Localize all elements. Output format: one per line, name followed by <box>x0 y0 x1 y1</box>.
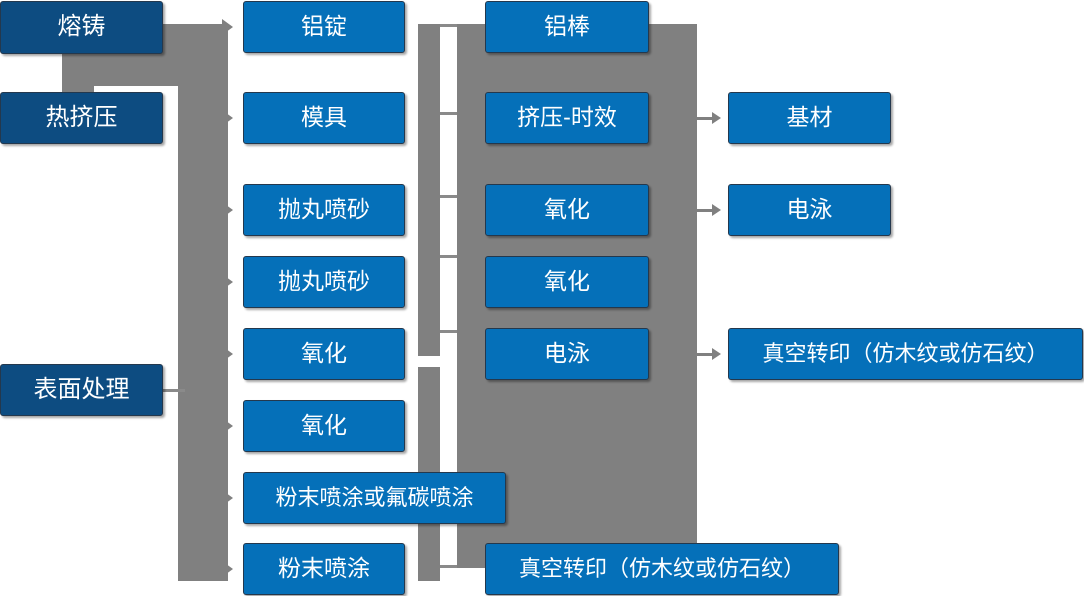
input-box-2[interactable]: 模具 <box>243 92 405 144</box>
connector-stage-notch <box>62 62 94 92</box>
stage-box-1[interactable]: 熔铸 <box>0 1 163 54</box>
tie-line-6 <box>440 565 458 568</box>
tie-line-4 <box>440 255 458 258</box>
arrow-to-oxidation-2 <box>222 418 233 434</box>
input-box-3[interactable]: 抛丸喷砂 <box>243 184 405 236</box>
input-box-8[interactable]: 粉末喷涂 <box>243 543 405 595</box>
arrow-to-mold <box>222 110 233 126</box>
process-box-1[interactable]: 铝棒 <box>485 1 649 53</box>
arrow-to-oxidation-1 <box>222 346 233 362</box>
arrow-to-substrate <box>712 112 721 124</box>
output-box-2[interactable]: 电泳 <box>728 184 891 236</box>
process-box-6[interactable]: 真空转印（仿木纹或仿石纹） <box>485 543 839 595</box>
output-box-1[interactable]: 基材 <box>728 92 891 144</box>
connector-secondary-vertical-bar-top <box>418 24 440 356</box>
input-box-1[interactable]: 铝锭 <box>243 1 405 53</box>
arrow-to-powder-or-fluorocarbon <box>222 490 233 506</box>
output-box-3[interactable]: 真空转印（仿木纹或仿石纹） <box>728 328 1083 380</box>
arrow-to-powder-coating <box>222 561 233 577</box>
arrow-stem-to-electrophoresis <box>697 209 713 212</box>
process-box-4[interactable]: 氧化 <box>485 256 649 308</box>
tie-line-3 <box>440 195 458 198</box>
stage-box-2[interactable]: 热挤压 <box>0 92 163 144</box>
input-box-6[interactable]: 氧化 <box>243 400 405 452</box>
process-box-3[interactable]: 氧化 <box>485 184 649 236</box>
process-box-5[interactable]: 电泳 <box>485 328 649 380</box>
arrow-stem-to-substrate <box>697 117 713 120</box>
arrow-to-electrophoresis <box>712 204 721 216</box>
arrow-to-aluminum-ingot <box>222 19 233 35</box>
input-box-5[interactable]: 氧化 <box>243 328 405 380</box>
stage-box-3[interactable]: 表面处理 <box>0 364 163 416</box>
process-box-2[interactable]: 挤压-时效 <box>485 92 649 144</box>
input-box-4[interactable]: 抛丸喷砂 <box>243 256 405 308</box>
arrow-to-shot-blast-2 <box>222 274 233 290</box>
tie-line-2 <box>440 112 458 115</box>
connector-surface-treatment-stub <box>163 389 185 392</box>
arrow-stem-to-vacuum-transfer <box>697 353 713 356</box>
arrow-to-vacuum-transfer <box>712 348 721 360</box>
arrow-to-shot-blast-1 <box>222 202 233 218</box>
tie-line-1 <box>440 24 458 27</box>
tie-line-5 <box>440 330 458 333</box>
input-box-7[interactable]: 粉末喷涂或氟碳喷涂 <box>243 472 506 524</box>
connector-main-vertical-bar <box>178 24 228 581</box>
